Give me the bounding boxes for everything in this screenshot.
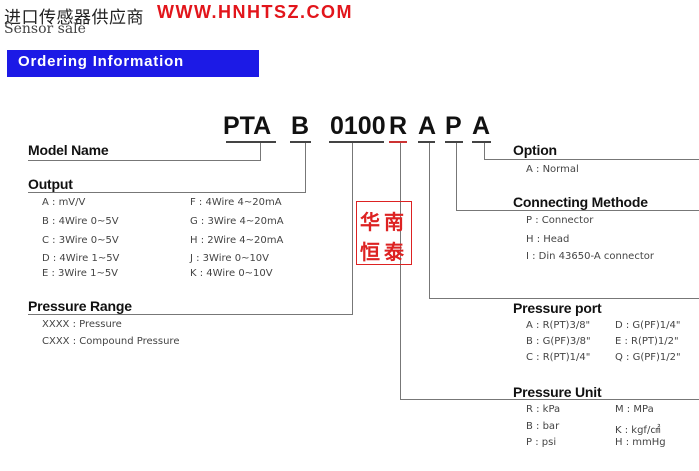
- brand-name-cn: 进口传感器供应商: [4, 8, 144, 28]
- code-underline: [445, 141, 463, 143]
- company-seal-stamp: [356, 201, 412, 265]
- code-underline: [226, 141, 276, 143]
- connecting-item: P : Connector: [526, 215, 594, 226]
- output-item: K : 4Wire 0~10V: [190, 268, 273, 279]
- range-item: CXXX : Compound Pressure: [42, 336, 180, 347]
- port-item: E : R(PT)1/2": [615, 336, 679, 347]
- output-item: A : mV/V: [42, 197, 86, 208]
- output-item: J : 3Wire 0~10V: [190, 253, 270, 264]
- code-port: A: [418, 112, 437, 140]
- connecting-item: I : Din 43650-A connector: [526, 251, 654, 262]
- port-item: Q : G(PF)1/2": [615, 352, 681, 363]
- stamp-char: 恒: [360, 240, 380, 264]
- heading-model-name: Model Name: [28, 142, 109, 158]
- code-underline: [472, 141, 491, 143]
- code-option: A: [472, 112, 491, 140]
- output-item: B : 4Wire 0~5V: [42, 216, 119, 227]
- output-item: H : 2Wire 4~20mA: [190, 235, 284, 246]
- code-underline: [290, 141, 311, 143]
- port-item: C : R(PT)1/4": [526, 352, 591, 363]
- code-connecting: P: [445, 112, 462, 140]
- port-item: D : G(PF)1/4": [615, 320, 681, 331]
- port-item: A : R(PT)3/8": [526, 320, 591, 331]
- code-unit: R: [389, 112, 408, 140]
- brand-subtitle: Sensor sale: [4, 21, 86, 37]
- output-item: D : 4Wire 1~5V: [42, 253, 120, 264]
- stamp-char: 南: [384, 210, 404, 234]
- connector-line: [484, 143, 485, 159]
- heading-output: Output: [28, 176, 73, 192]
- output-item: F : 4Wire 4~20mA: [190, 197, 282, 208]
- code-underline: [389, 141, 407, 143]
- connector-line: [28, 314, 353, 315]
- port-item: B : G(PF)3/8": [526, 336, 591, 347]
- connector-line: [28, 192, 306, 193]
- connecting-item: H : Head: [526, 234, 570, 245]
- code-range: 0100: [330, 112, 386, 140]
- connector-line: [456, 143, 457, 210]
- connector-line: [400, 399, 699, 400]
- heading-connecting-methode: Connecting Methode: [513, 194, 648, 210]
- unit-item: K : kgf/㎠: [615, 425, 661, 436]
- stamp-char: 泰: [384, 240, 404, 264]
- connector-line: [352, 143, 353, 314]
- connector-line: [400, 143, 401, 399]
- output-item: E : 3Wire 1~5V: [42, 268, 119, 279]
- option-item: A : Normal: [526, 164, 579, 175]
- unit-item: H : mmHg: [615, 437, 666, 448]
- unit-item: B : bar: [526, 421, 560, 432]
- output-item: G : 3Wire 4~20mA: [190, 216, 284, 227]
- connector-line: [429, 143, 430, 298]
- stamp-char: 华: [360, 210, 380, 234]
- heading-option: Option: [513, 142, 557, 158]
- connector-line: [260, 143, 261, 160]
- website-url[interactable]: WWW.HNHTSZ.COM: [157, 2, 353, 22]
- range-item: XXXX : Pressure: [42, 319, 122, 330]
- section-banner: [7, 50, 259, 77]
- connector-line: [429, 298, 699, 299]
- connector-line: [484, 159, 699, 160]
- unit-item: P : psi: [526, 437, 557, 448]
- heading-pressure-unit: Pressure Unit: [513, 384, 602, 400]
- heading-pressure-port: Pressure port: [513, 300, 602, 316]
- code-series: PTA: [223, 112, 272, 140]
- output-item: C : 3Wire 0~5V: [42, 235, 119, 246]
- unit-item: M : MPa: [615, 404, 654, 415]
- heading-pressure-range: Pressure Range: [28, 298, 132, 314]
- unit-item: R : kPa: [526, 404, 561, 415]
- code-underline: [418, 141, 435, 143]
- connector-line: [456, 210, 699, 211]
- section-banner-title: Ordering Information: [18, 53, 184, 70]
- connector-line: [28, 160, 261, 161]
- code-output: B: [291, 112, 310, 140]
- connector-line: [305, 143, 306, 192]
- code-underline: [329, 141, 384, 143]
